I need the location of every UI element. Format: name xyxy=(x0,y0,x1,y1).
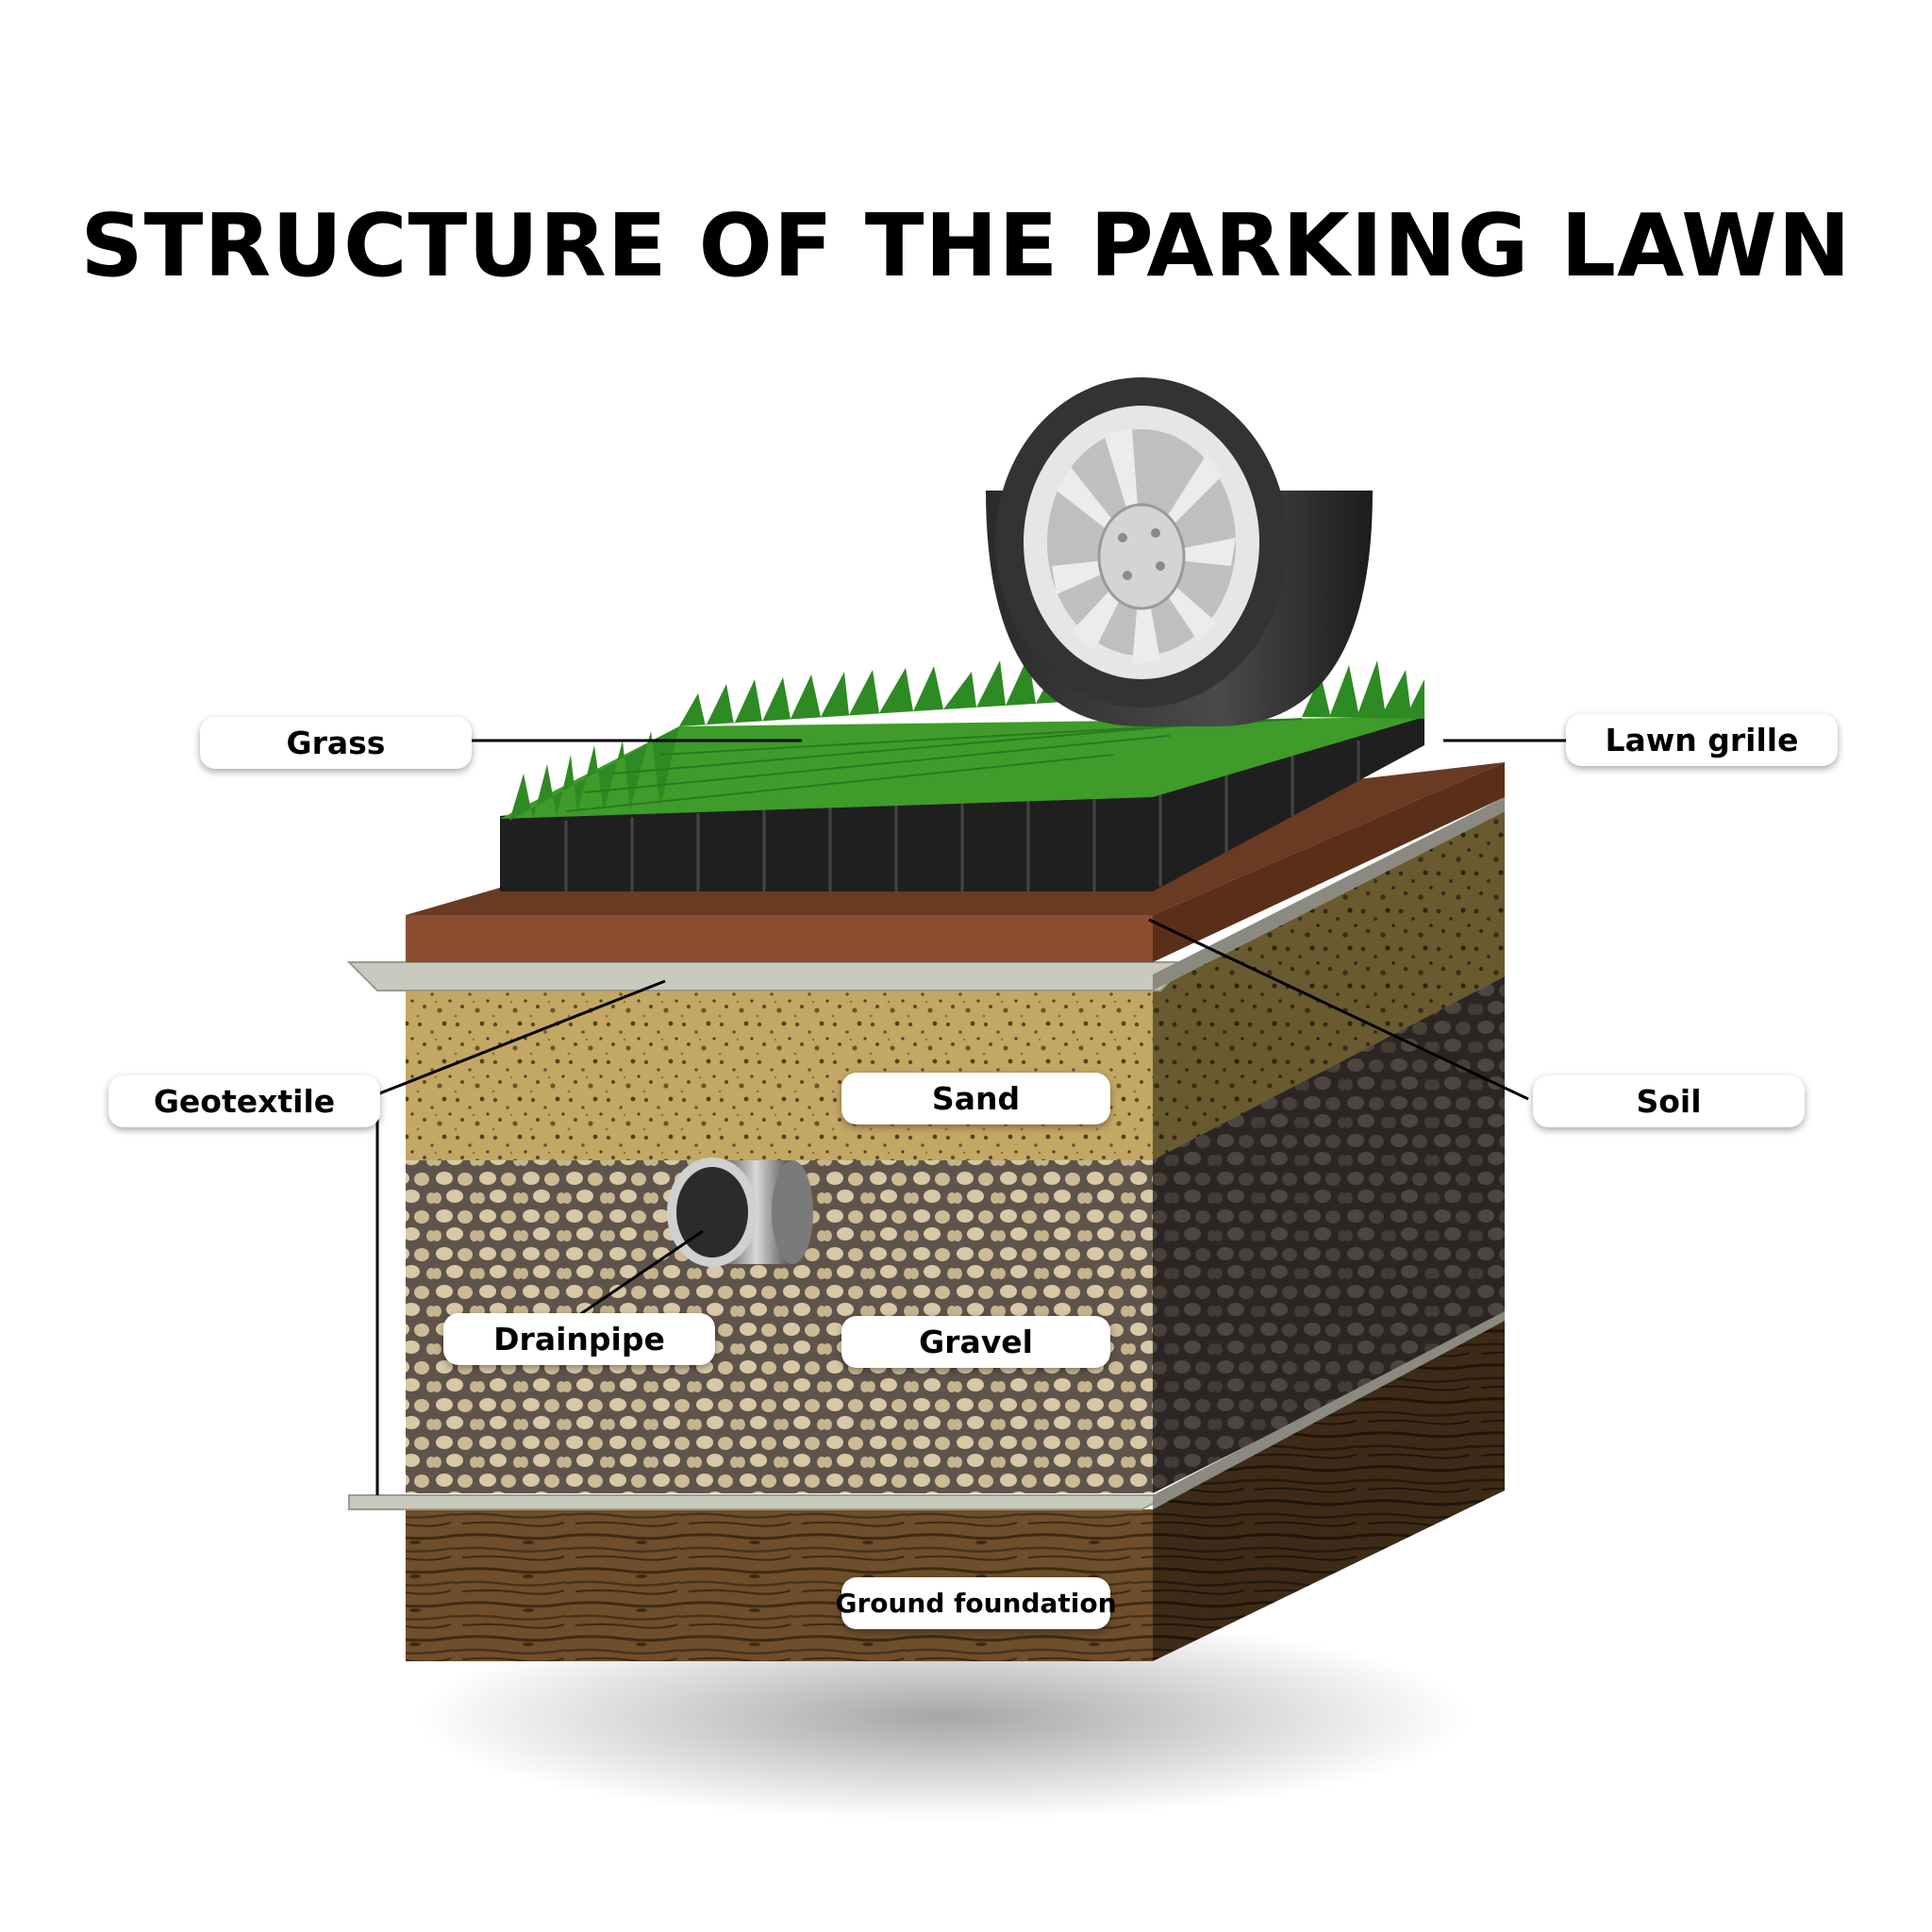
label-gravel: Gravel xyxy=(841,1316,1110,1368)
page-title: STRUCTURE OF THE PARKING LAWN xyxy=(80,195,1852,296)
wheel xyxy=(986,377,1373,726)
geotextile-upper xyxy=(346,961,1191,991)
label-geotextile: Geotextile xyxy=(108,1075,380,1127)
label-ground-foundation: Ground foundation xyxy=(835,1577,1117,1629)
label-sand: Sand xyxy=(841,1073,1110,1124)
sand-layer xyxy=(406,811,1505,1160)
geotextile-lower xyxy=(348,1494,1171,1510)
label-grass: Grass xyxy=(200,717,472,769)
leader-lines xyxy=(375,739,1566,1495)
label-soil: Soil xyxy=(1533,1075,1805,1127)
label-lawn-grille: Lawn grille xyxy=(1566,714,1838,766)
foundation-layer xyxy=(406,1316,1505,1661)
drainpipe xyxy=(667,1158,813,1267)
label-drainpipe: Drainpipe xyxy=(443,1313,715,1365)
ground-shadow xyxy=(415,1613,1472,1821)
